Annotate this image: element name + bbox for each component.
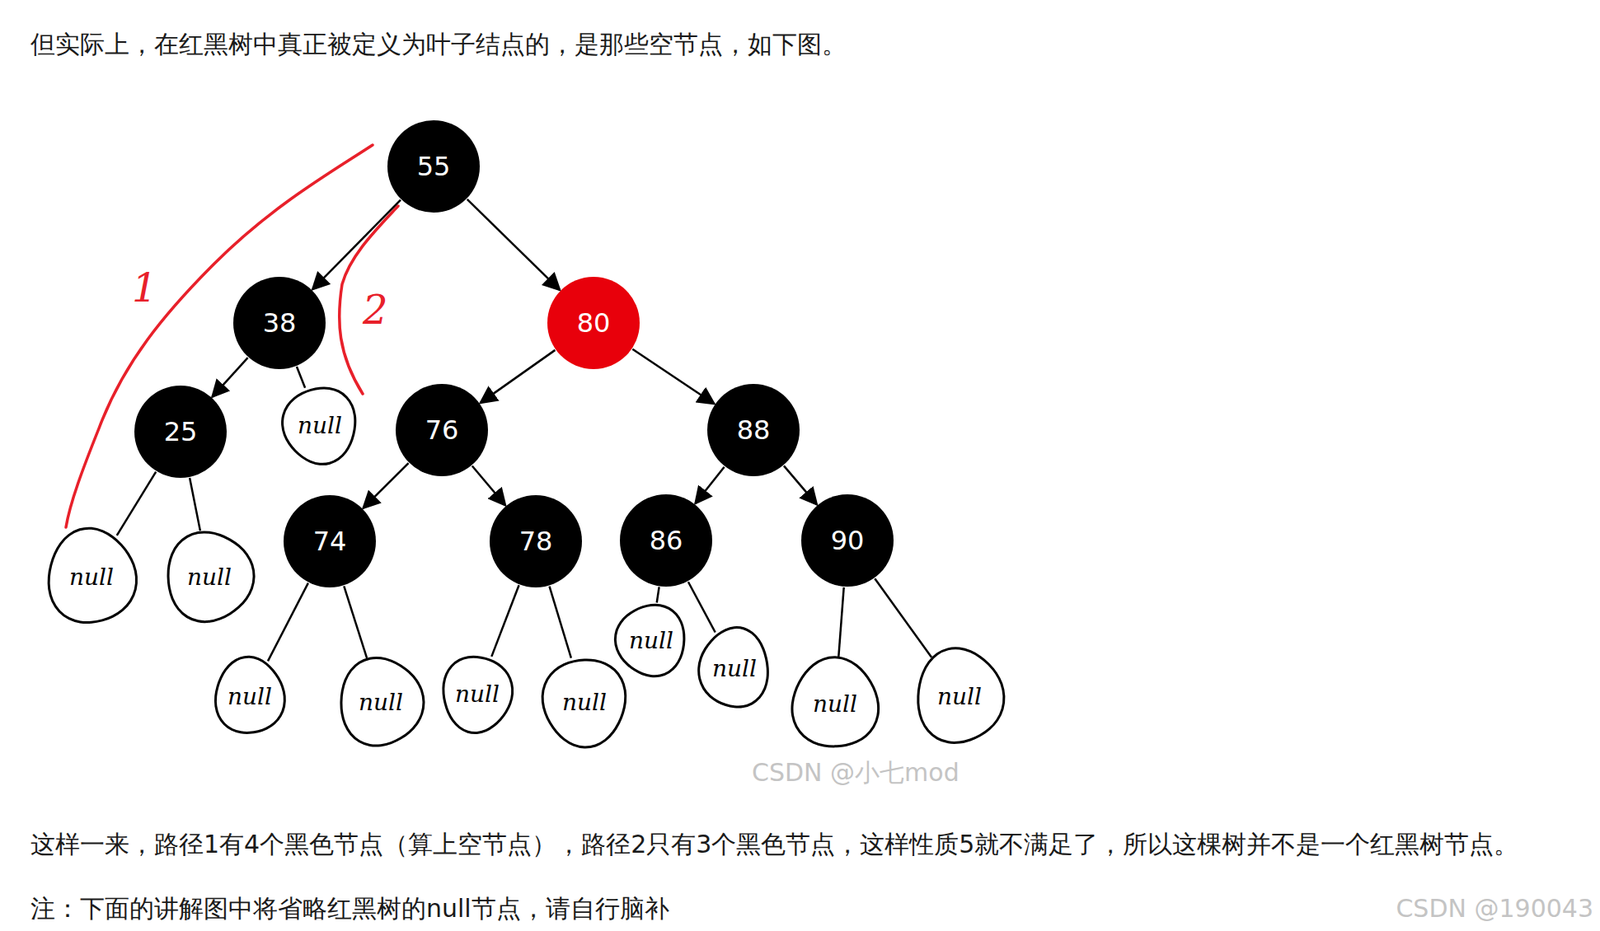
node-label: 78	[519, 525, 554, 558]
path-1-bracket	[65, 145, 373, 528]
null-leaf: null	[698, 627, 770, 710]
tree-node: 88	[707, 384, 800, 477]
null-leaf: null	[614, 603, 687, 678]
leaf-link	[491, 585, 519, 657]
watermark: CSDN @小七mod	[751, 756, 960, 789]
null-leaf: null	[46, 528, 137, 626]
null-leaf: null	[790, 657, 880, 751]
node-label: null	[455, 680, 500, 709]
tree-arrow	[480, 350, 556, 404]
leaf-link	[656, 586, 660, 603]
node-label: 90	[830, 525, 865, 557]
leaf-link	[874, 578, 932, 658]
leaf-outline-path	[699, 628, 769, 708]
null-leaf: null	[541, 656, 628, 748]
leaf-link	[688, 581, 716, 633]
tree-arrow	[312, 200, 401, 291]
tree-node: 38	[233, 276, 326, 370]
path-number: 1	[131, 262, 158, 314]
leaf-outline-path	[168, 532, 254, 623]
tree-node: 90	[801, 494, 894, 587]
leaf-outline-path	[542, 660, 626, 748]
null-leaf: null	[337, 656, 424, 748]
watermark: CSDN @190043	[1395, 892, 1594, 925]
tree-arrow	[362, 463, 409, 509]
node-label: null	[187, 563, 232, 592]
tree-arrow	[783, 465, 817, 505]
leaf-link	[549, 586, 572, 659]
tree-arrow	[472, 466, 506, 507]
node-label: 55	[417, 150, 451, 183]
leaf-link	[838, 587, 844, 657]
intro-text: 但实际上，在红黑树中真正被定义为叶子结点的，是那些空节点，如下图。	[30, 28, 847, 61]
node-label: 38	[262, 307, 297, 339]
leaf-link	[343, 586, 367, 659]
tree-arrow	[467, 199, 561, 291]
node-label: 86	[649, 525, 684, 557]
tree-node: 86	[619, 494, 713, 587]
node-label: null	[69, 563, 114, 592]
leaf-outline-path	[615, 605, 686, 677]
node-label: 76	[425, 414, 460, 446]
node-label: null	[712, 655, 757, 683]
leaf-outline-path	[215, 656, 286, 733]
node-label: null	[358, 689, 404, 717]
leaf-link	[117, 472, 156, 536]
tree-node: 76	[395, 384, 488, 477]
tree-node: 78	[489, 495, 582, 588]
node-label: null	[628, 627, 674, 655]
leaf-outline-path	[792, 657, 879, 747]
null-leaf: null	[914, 647, 1005, 746]
node-label: null	[562, 689, 607, 717]
null-leaf: null	[441, 654, 513, 734]
path-number: 2	[362, 284, 389, 336]
tree-arrow	[211, 357, 248, 398]
node-label: 74	[313, 525, 348, 558]
node-label: 88	[736, 414, 771, 446]
leaf-outline-path	[341, 657, 424, 747]
node-label: null	[297, 412, 343, 440]
node-label: 80	[577, 307, 611, 339]
node-label: 25	[164, 416, 198, 448]
tree-node: 55	[387, 120, 480, 213]
tree-node: 25	[134, 385, 227, 479]
tree-node: 74	[283, 495, 376, 588]
leaf-link	[267, 583, 309, 662]
explanation-text: 这样一来，路径1有4个黑色节点（算上空节点），路径2只有3个黑色节点，这样性质5…	[30, 828, 1519, 861]
tree-arrow	[632, 349, 714, 405]
note-text: 注：下面的讲解图中将省略红黑树的null节点，请自行脑补	[30, 892, 670, 925]
null-leaf: null	[213, 656, 286, 737]
leaf-link	[296, 366, 305, 389]
node-label: null	[812, 690, 858, 718]
null-leaf: null	[164, 530, 254, 624]
leaf-outline-path	[918, 648, 1005, 744]
node-label: null	[937, 683, 982, 711]
path-2-bracket	[339, 206, 399, 395]
leaf-outline-path	[443, 656, 513, 733]
leaf-link	[189, 478, 201, 531]
tree-arrow	[694, 467, 724, 505]
null-leaf: null	[281, 385, 358, 465]
leaf-outline-path	[48, 528, 137, 623]
node-label: null	[227, 683, 273, 711]
tree-node: 80	[547, 276, 640, 370]
leaf-outline-path	[282, 388, 356, 465]
